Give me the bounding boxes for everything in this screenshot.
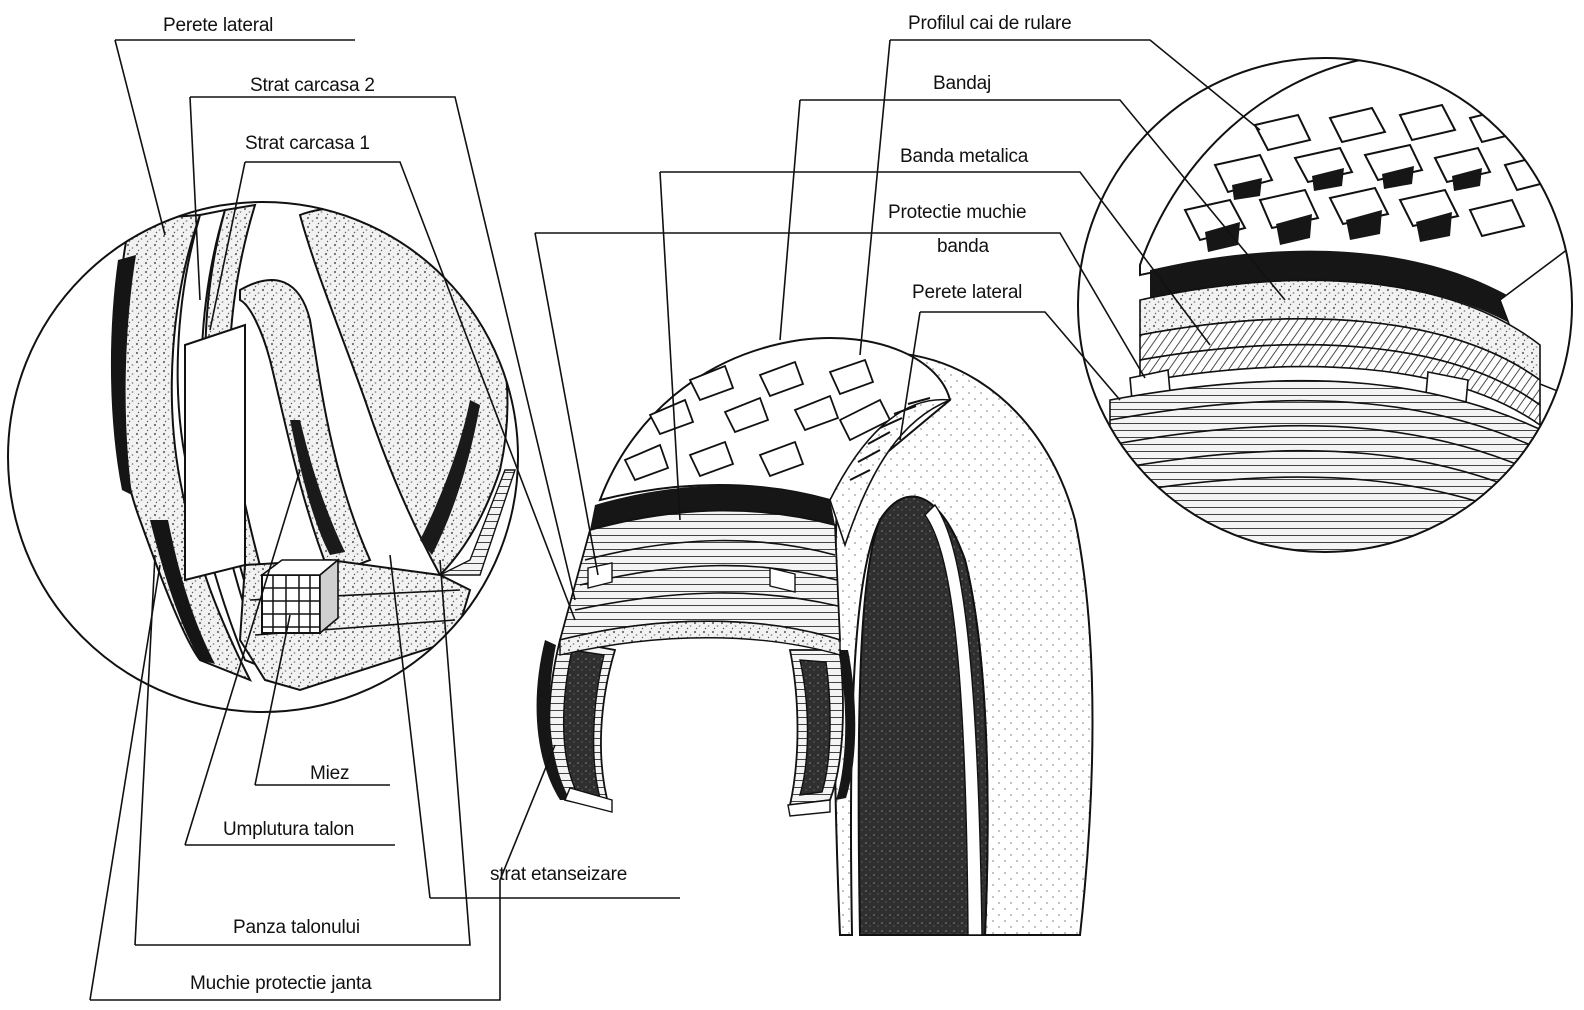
label-perete-lateral-left: Perete lateral xyxy=(163,15,273,36)
tire-illustration xyxy=(537,338,1093,935)
label-strat-carcasa-2: Strat carcasa 2 xyxy=(250,75,375,96)
label-perete-lateral-right: Perete lateral xyxy=(912,282,1022,303)
bead-detail-magnifier xyxy=(0,190,530,730)
label-protectie-muchie-banda: banda xyxy=(937,236,989,257)
tread-detail-magnifier xyxy=(1075,55,1580,555)
label-panza-talonului: Panza talonului xyxy=(233,917,360,938)
label-bandaj: Bandaj xyxy=(933,73,991,94)
label-protectie-muchie: Protectie muchie xyxy=(888,202,1026,223)
label-umplutura-talon: Umplutura talon xyxy=(223,819,354,840)
bead-core-bundle xyxy=(262,560,338,633)
label-banda-metalica: Banda metalica xyxy=(900,146,1029,167)
label-muchie-protectie-janta: Muchie protectie janta xyxy=(190,973,372,994)
label-strat-carcasa-1: Strat carcasa 1 xyxy=(245,133,370,154)
label-miez: Miez xyxy=(310,763,349,784)
label-strat-etanseizare: strat etanseizare xyxy=(490,864,627,885)
label-profilul-cai-de-rulare: Profilul cai de rulare xyxy=(908,13,1072,34)
